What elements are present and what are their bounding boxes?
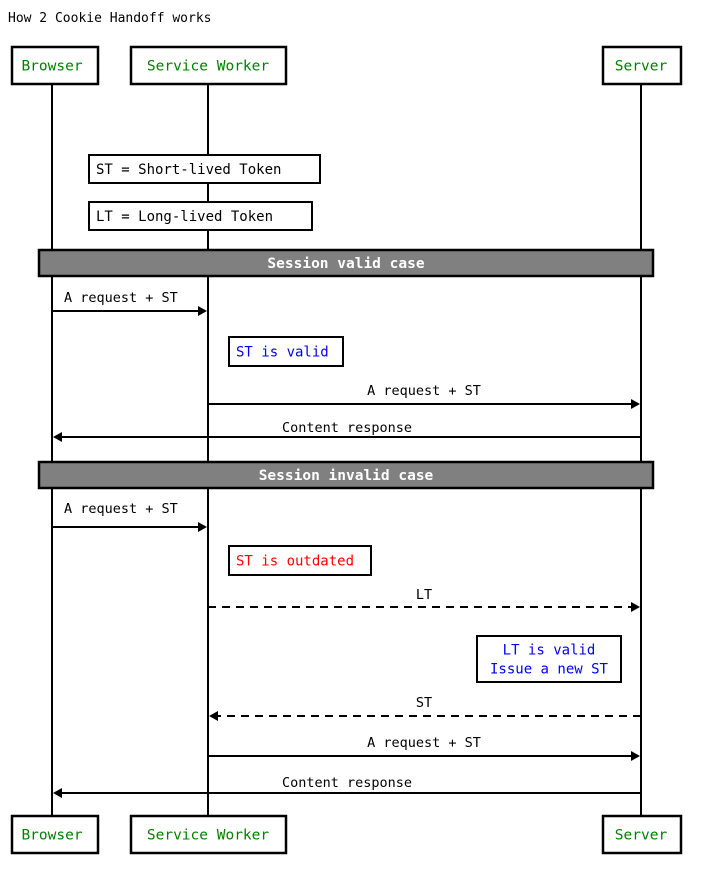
msg-1: A request + ST <box>52 290 207 316</box>
msg-7: A request + ST <box>208 735 640 761</box>
message-label: Content response <box>282 775 412 791</box>
message-label: A request + ST <box>64 290 178 306</box>
actor-box-footer-server[interactable]: Server <box>601 814 683 855</box>
note-st-valid: ST is valid <box>228 336 344 367</box>
message-label: A request + ST <box>64 501 178 517</box>
actor-box-header-sw[interactable]: Service Worker <box>129 45 288 86</box>
divider-label: Session invalid case <box>259 468 434 484</box>
actor-label-sw: Service Worker <box>147 59 269 75</box>
message-label: A request + ST <box>367 735 481 751</box>
actor-box-rect <box>601 45 683 86</box>
divider-session-invalid: Session invalid case <box>37 460 655 490</box>
message-label: LT <box>416 587 432 603</box>
actor-label-browser: Browser <box>21 828 82 844</box>
actor-label-server: Server <box>615 828 668 844</box>
message-label: Content response <box>282 420 412 436</box>
message-label: A request + ST <box>367 383 481 399</box>
actor-box-footer-browser[interactable]: Browser <box>10 814 100 855</box>
message-arrowhead <box>631 602 640 612</box>
message-group: A request + ST A request + ST Content resp… <box>52 290 641 798</box>
note-box-rect <box>228 336 344 367</box>
msg-5: LT <box>208 587 640 612</box>
actor-box-footer-sw[interactable]: Service Worker <box>129 814 288 855</box>
note-box-rect <box>88 201 313 231</box>
actor-box-rect <box>129 45 288 86</box>
actor-box-rect <box>129 814 288 855</box>
note-text-line: LT is valid <box>503 643 596 659</box>
msg-3: Content response <box>53 420 641 442</box>
message-arrowhead <box>209 711 218 721</box>
message-arrowhead <box>198 306 207 316</box>
msg-4: A request + ST <box>52 501 207 532</box>
divider-label: Session valid case <box>267 256 424 272</box>
actor-label-server: Server <box>615 59 668 75</box>
message-arrowhead <box>53 788 62 798</box>
actor-label-sw: Service Worker <box>147 828 269 844</box>
note-box-rect <box>228 545 372 576</box>
actor-box-header-server[interactable]: Server <box>601 45 683 86</box>
divider-rect <box>37 460 655 490</box>
lifeline-group <box>51 84 642 816</box>
note-text-line: LT = Long-lived Token <box>96 209 273 225</box>
msg-8: Content response <box>53 775 641 798</box>
note-st-legend: ST = Short-lived Token <box>88 154 321 184</box>
message-arrowhead <box>198 522 207 532</box>
note-group: ST = Short-lived Token LT = Long-lived To… <box>88 154 622 683</box>
actor-box-rect <box>10 814 100 855</box>
actor-box-rect <box>601 814 683 855</box>
message-arrowhead <box>53 432 62 442</box>
divider-session-valid: Session valid case <box>37 248 655 278</box>
note-text-line: ST is valid <box>236 345 329 361</box>
msg-2: A request + ST <box>208 383 640 409</box>
note-box-rect <box>88 154 321 184</box>
note-box-rect <box>476 635 622 683</box>
divider-rect <box>37 248 655 278</box>
actor-box-rect <box>10 45 100 86</box>
msg-6: ST <box>209 695 641 721</box>
note-text-line: ST is outdated <box>236 554 354 570</box>
note-text-line: Issue a new ST <box>490 662 609 678</box>
note-text-line: ST = Short-lived Token <box>96 162 281 178</box>
message-label: ST <box>416 695 432 711</box>
note-st-outdated: ST is outdated <box>228 545 372 576</box>
note-lt-legend: LT = Long-lived Token <box>88 201 313 231</box>
diagram-title: How 2 Cookie Handoff works <box>8 11 212 26</box>
message-arrowhead <box>631 751 640 761</box>
message-arrowhead <box>631 399 640 409</box>
actor-box-header-browser[interactable]: Browser <box>10 45 100 86</box>
actor-label-browser: Browser <box>21 59 82 75</box>
